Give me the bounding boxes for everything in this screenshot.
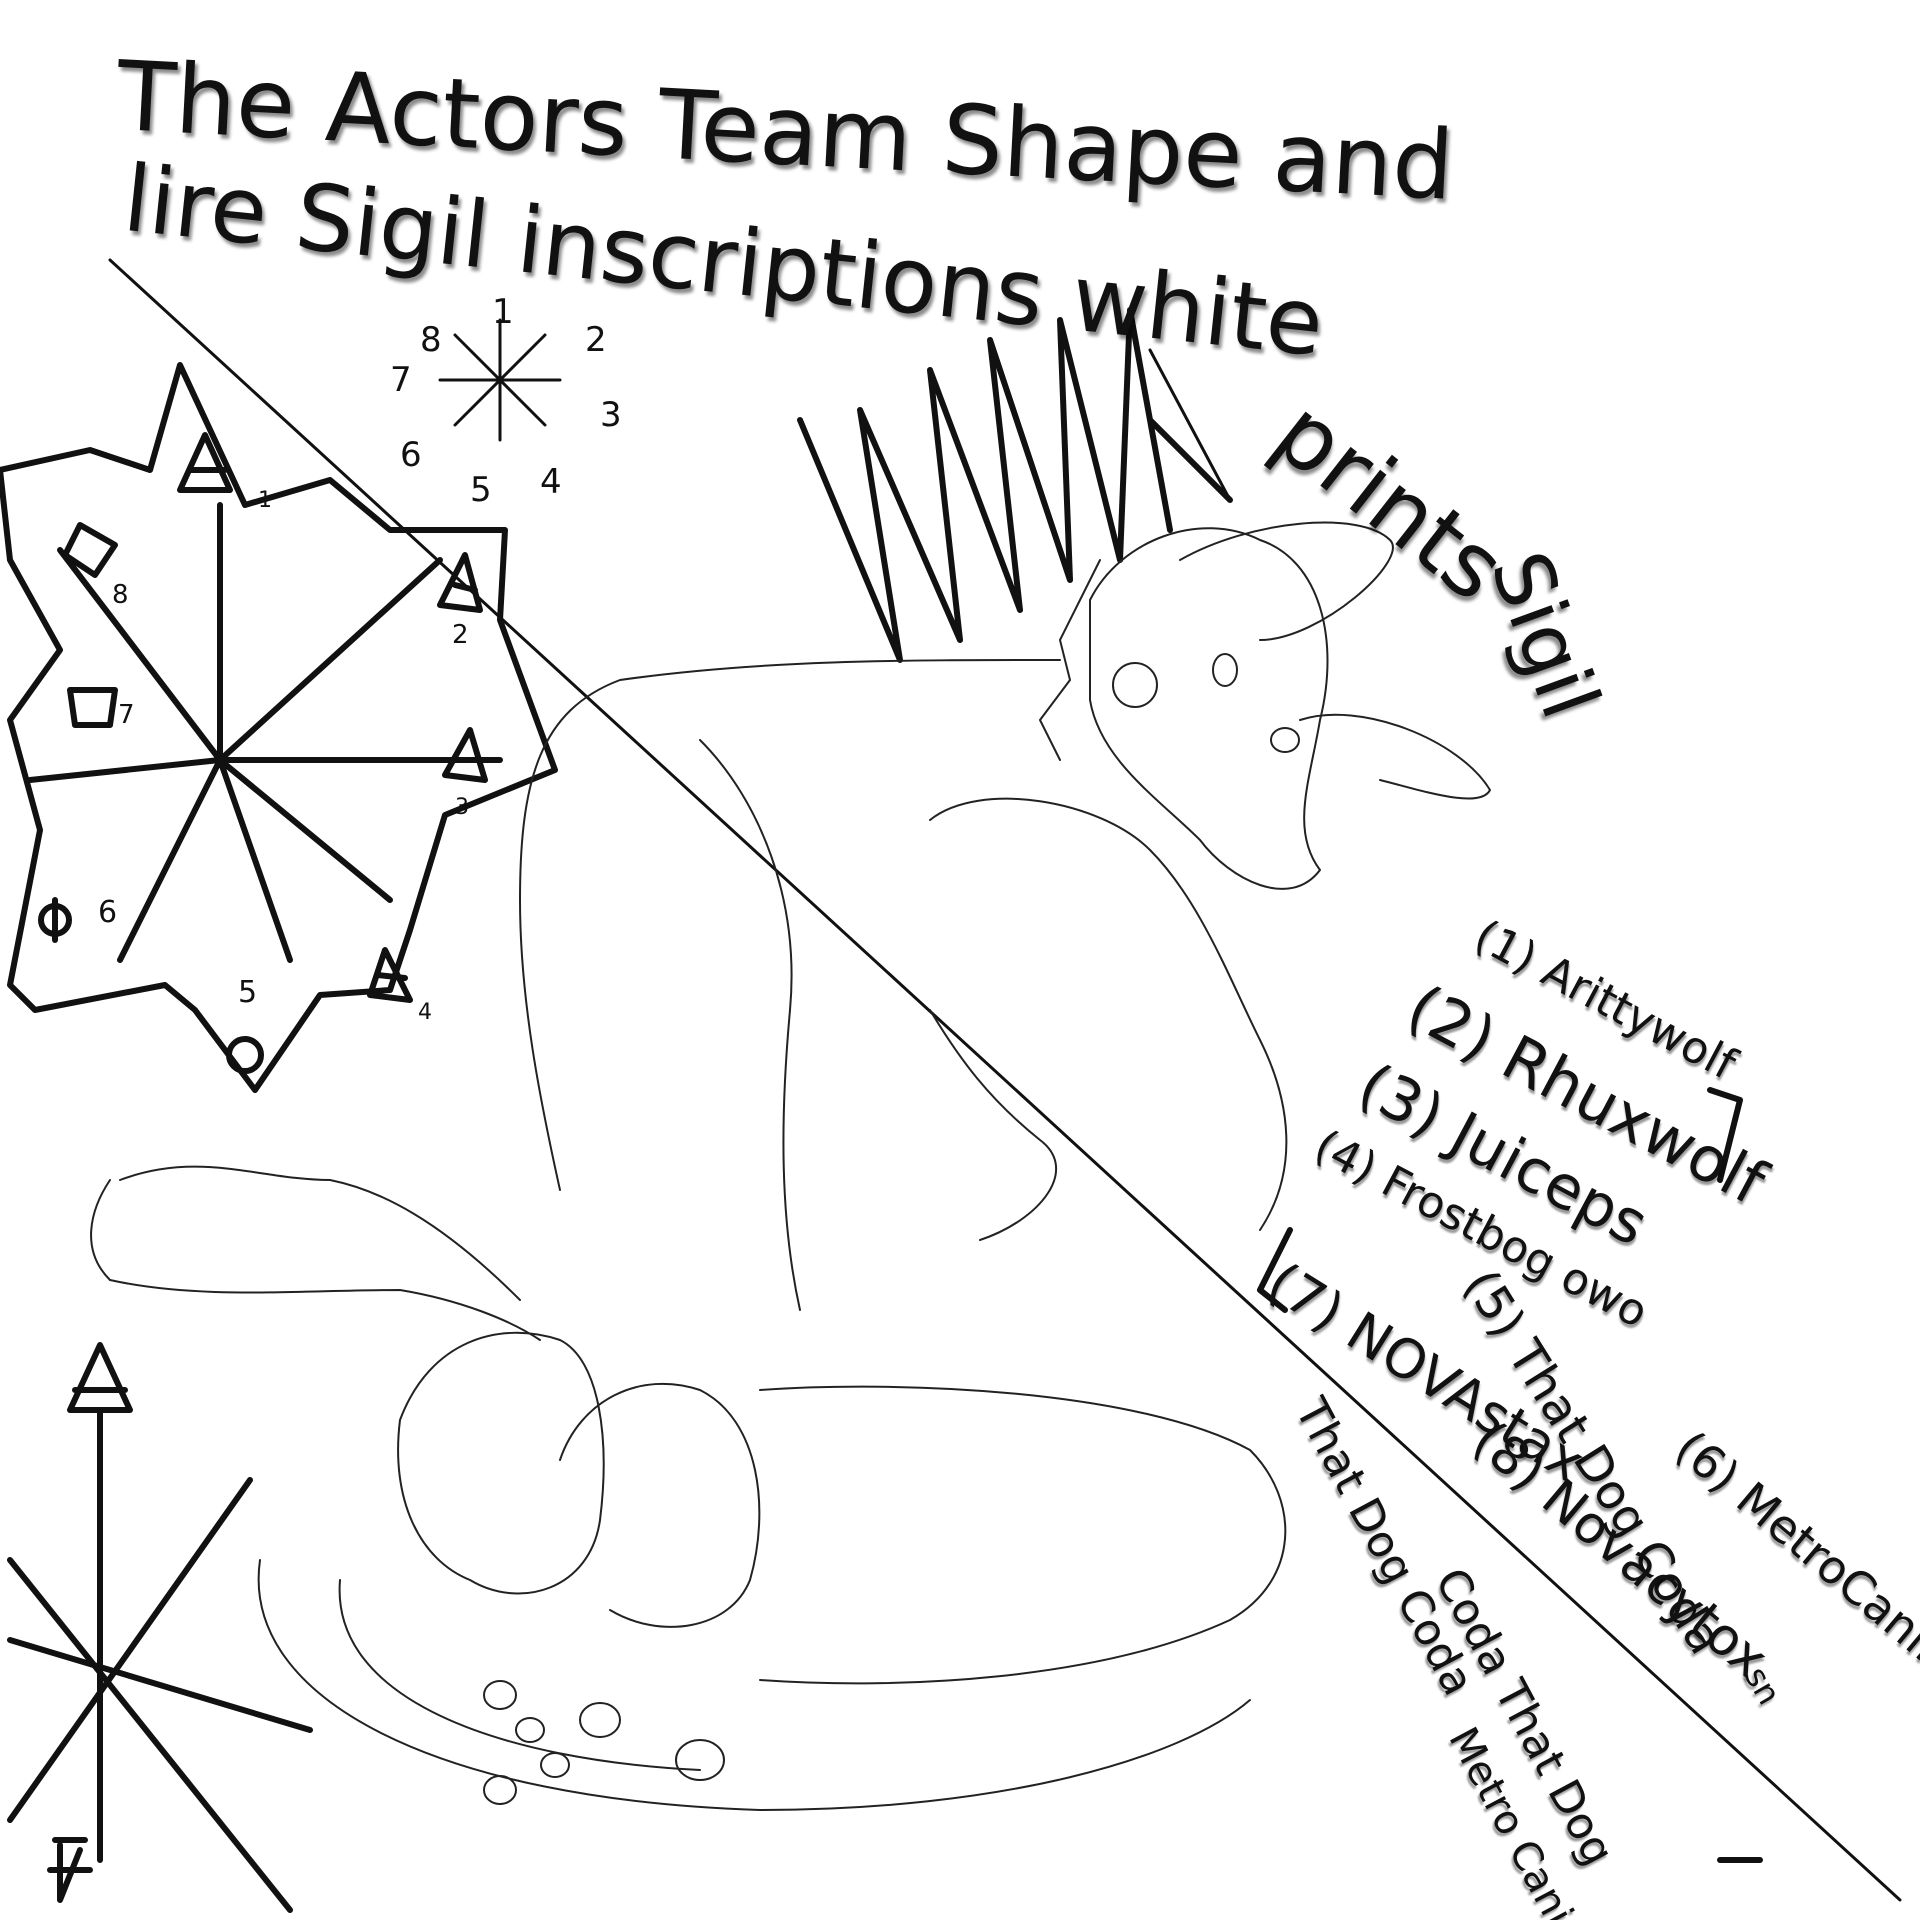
asterisk-number-8: 8 [420, 320, 442, 360]
asterisk-number-6: 6 [400, 435, 422, 475]
star-sigil-glyphs [38, 432, 488, 1074]
big-star-outline [0, 362, 558, 1093]
asterisk-number-3: 3 [600, 395, 622, 435]
star-number-8: 8 [112, 580, 129, 610]
asterisk-number-1: 1 [492, 292, 514, 332]
bottom-left-sigils [7, 1342, 313, 1913]
small-asterisk [438, 318, 562, 442]
asterisk-number-5: 5 [470, 470, 492, 510]
zigzag-scribble [797, 307, 1233, 663]
asterisk-number-4: 4 [540, 462, 562, 502]
big-star-spokes [27, 502, 503, 963]
star-number-1: 1 [258, 488, 272, 513]
star-number-5: 5 [238, 975, 258, 1010]
roster-brackets [1257, 1087, 1763, 1863]
character-sketch [90, 521, 1491, 1811]
asterisk-number-7: 7 [390, 360, 412, 400]
star-number-2: 2 [452, 620, 469, 650]
star-number-6: 6 [98, 895, 118, 930]
star-number-3: 3 [455, 795, 469, 820]
star-number-4: 4 [418, 1000, 432, 1025]
star-number-7: 7 [118, 700, 135, 730]
asterisk-number-2: 2 [585, 320, 607, 360]
diagonal-line [108, 258, 1902, 1902]
